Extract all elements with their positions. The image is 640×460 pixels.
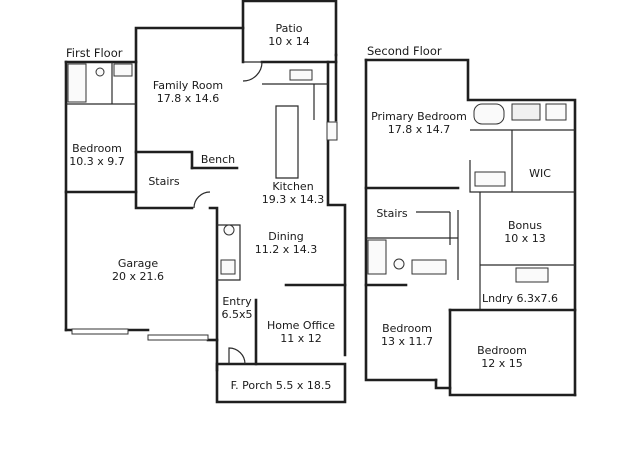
bedroom3-name: Bedroom xyxy=(477,344,527,357)
first-floor-doors xyxy=(193,61,263,365)
dining-name: Dining xyxy=(268,230,304,243)
home-office-dims: 11 x 12 xyxy=(280,332,322,345)
bedroom1-name: Bedroom xyxy=(72,142,122,155)
bedroom2-dims: 13 x 11.7 xyxy=(381,335,433,348)
dining-dims: 11.2 x 14.3 xyxy=(255,243,318,256)
primary-bedroom-dims: 17.8 x 14.7 xyxy=(388,123,451,136)
entry-dims: 6.5x5 xyxy=(221,308,252,321)
bedroom1-dims: 10.3 x 9.7 xyxy=(69,155,125,168)
bench-name: Bench xyxy=(201,153,235,166)
room-labels: Patio 10 x 14 Family Room 17.8 x 14.6 Be… xyxy=(69,22,558,392)
stairs1-name: Stairs xyxy=(148,175,180,188)
patio-dims: 10 x 14 xyxy=(268,35,310,48)
entry-name: Entry xyxy=(222,295,252,308)
first-floor-label: First Floor xyxy=(66,46,123,60)
patio-name: Patio xyxy=(276,22,303,35)
bedroom3-dims: 12 x 15 xyxy=(481,357,523,370)
bedroom2-name: Bedroom xyxy=(382,322,432,335)
second-floor-fixtures xyxy=(367,103,567,283)
garage-dims: 20 x 21.6 xyxy=(112,270,164,283)
front-porch-name: F. Porch 5.5 x 18.5 xyxy=(231,379,332,392)
floor-labels: First Floor Second Floor xyxy=(66,44,442,60)
garage-doors xyxy=(71,328,209,341)
home-office-name: Home Office xyxy=(267,319,335,332)
primary-bedroom-name: Primary Bedroom xyxy=(371,110,467,123)
first-floor-fixtures xyxy=(67,63,338,275)
laundry-name: Lndry 6.3x7.6 xyxy=(482,292,558,305)
bonus-name: Bonus xyxy=(508,219,542,232)
kitchen-name: Kitchen xyxy=(272,180,313,193)
stairs2-name: Stairs xyxy=(376,207,408,220)
family-room-name: Family Room xyxy=(153,79,223,92)
kitchen-dims: 19.3 x 14.3 xyxy=(262,193,325,206)
family-room-dims: 17.8 x 14.6 xyxy=(157,92,220,105)
bonus-dims: 10 x 13 xyxy=(504,232,546,245)
garage-name: Garage xyxy=(118,257,159,270)
second-floor-label: Second Floor xyxy=(367,44,442,58)
second-floor-walls xyxy=(364,58,577,397)
wic-name: WIC xyxy=(529,167,551,180)
